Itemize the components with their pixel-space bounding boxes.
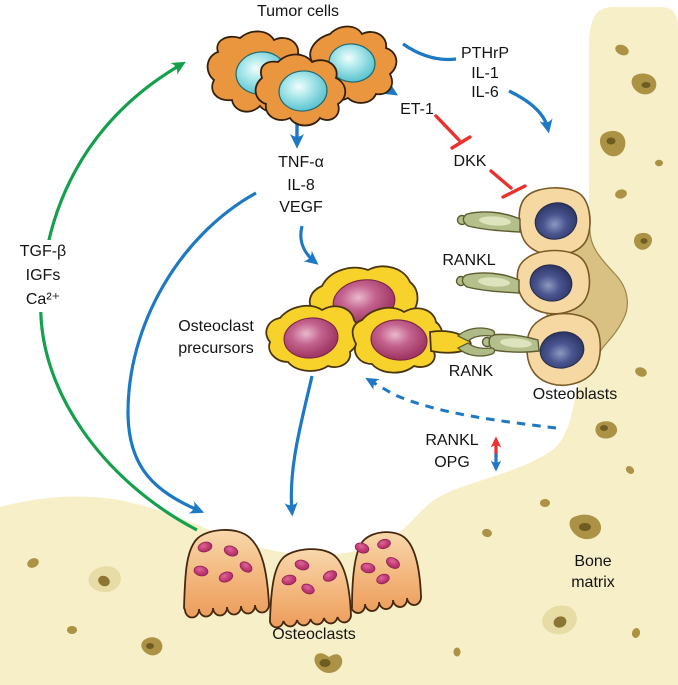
rankl-ligand-peg: [481, 333, 540, 353]
pthrp-label: PTHrP: [461, 45, 509, 62]
osteoblast-nucleus: [529, 264, 573, 302]
rankl-opg-balance-label: RANKL OPG: [413, 430, 491, 474]
osteoblast-nucleus: [534, 202, 578, 240]
et1-label: ET-1: [400, 101, 434, 118]
tumor-factors-to-osteoclast-arrow: [126, 191, 257, 514]
tumor-cell-nucleus: [278, 70, 328, 112]
osteoclast-precursors-label: Osteoclast precursors: [178, 318, 254, 357]
inhibition-lines: [434, 114, 527, 199]
precursor-nucleus: [370, 319, 428, 361]
tumor-cell-nucleus: [328, 43, 376, 83]
osteoblasts-group: [516, 187, 602, 386]
tumor-cells-group: [206, 25, 398, 127]
ca-label: Ca²⁺: [25, 291, 61, 308]
tumor-secreted-right-label: PTHrP IL-1 IL-6: [446, 44, 524, 103]
osteoclasts-group: [183, 529, 422, 629]
precursor-to-osteoclast-arrow: [284, 375, 314, 517]
precursor-nucleus: [283, 317, 339, 359]
osteoclast-cell: [350, 531, 422, 614]
osteoclast-nuclei: [193, 538, 400, 595]
rank-label: RANK: [448, 363, 494, 380]
vegf-label: VEGF: [279, 199, 323, 216]
bone-released-label: TGF-β IGFs Ca²⁺: [3, 240, 83, 312]
osteoblasts-label: Osteoblasts: [532, 386, 618, 403]
il8-label: IL-8: [287, 176, 315, 194]
osteocyte-blobs: [27, 44, 663, 673]
tumor-cells-label: Tumor cells: [256, 3, 340, 20]
rankl-ligand-pegs: [455, 211, 540, 353]
rankl-label: RANKL: [442, 252, 496, 269]
rankl-ligand-peg: [456, 211, 521, 233]
rank-receptor: [456, 327, 496, 357]
il6-label: IL-6: [471, 84, 499, 101]
balance-rankl-label: RANKL: [425, 432, 479, 449]
dkk-osteoblast-inhibition: [489, 169, 527, 199]
tgfb-label: TGF-β: [19, 243, 67, 260]
il6-to-osteoblast-arrow: [508, 89, 553, 134]
tnf-label: TNF-α: [278, 154, 324, 171]
tumor-to-pthrp-connector: [402, 42, 457, 62]
bone-matrix-label: Bone matrix: [571, 553, 615, 591]
vegf-to-precursor-arrow: [299, 225, 319, 265]
osteoblast-nucleus: [539, 331, 585, 369]
osteoblast-to-precursor-dashed-arrow: [365, 377, 557, 430]
tumor-secreted-down-label: TNF-α IL-8 VEGF: [259, 152, 343, 220]
igfs-label: IGFs: [25, 267, 61, 284]
dkk-label: DKK: [453, 153, 487, 170]
rankl-ligand-peg: [455, 272, 520, 294]
osteoclast-precursors-group: [265, 265, 472, 374]
et1-dkk-inhibition: [434, 114, 472, 150]
osteoclasts-label: Osteoclasts: [272, 626, 356, 643]
balance-opg-label: OPG: [434, 454, 470, 471]
il1-label: IL-1: [471, 64, 499, 82]
